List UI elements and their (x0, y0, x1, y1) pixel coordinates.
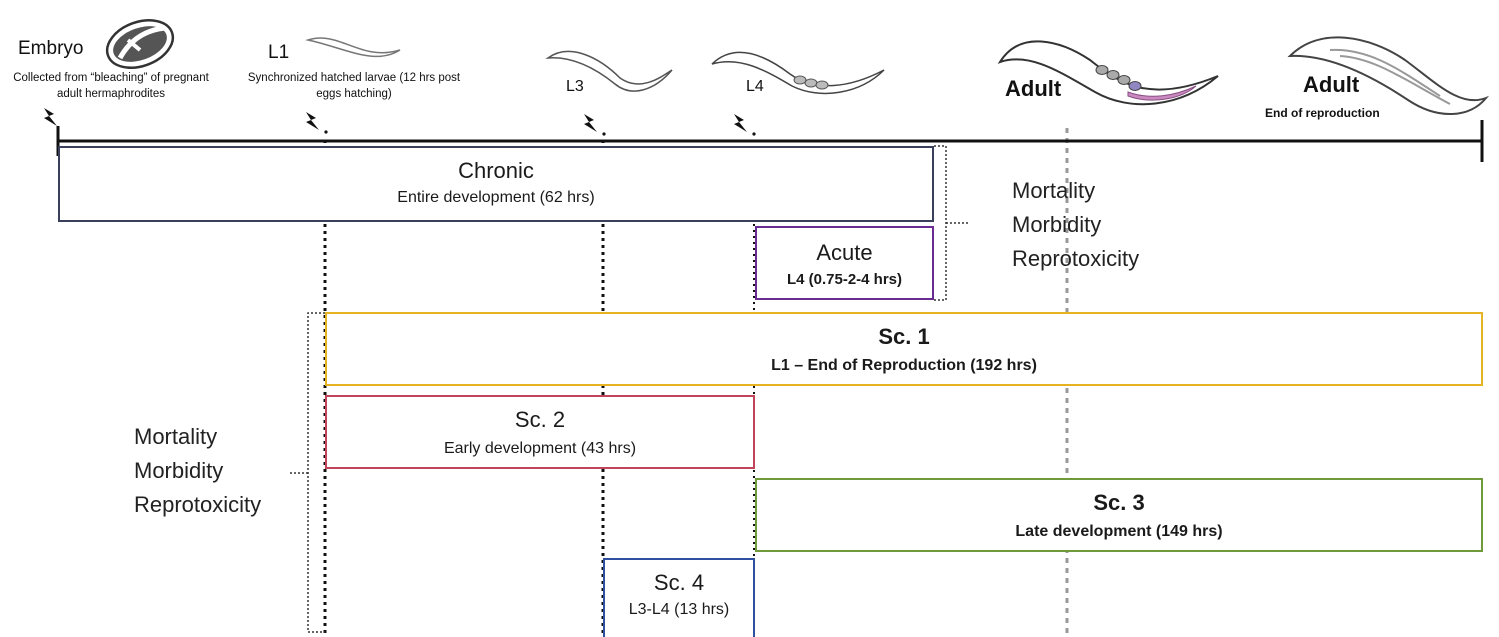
stage-label-adult: Adult (1005, 76, 1062, 101)
chronic-title: Chronic (458, 158, 534, 183)
worm-l1-icon (305, 37, 401, 58)
sc4-subtitle: L3-L4 (13 hrs) (628, 601, 730, 618)
bracket-right (934, 145, 968, 301)
chronic-subtitle: Entire development (62 hrs) (397, 189, 595, 206)
stage-note-embryo: Collected from “bleaching” of pregnant a… (13, 72, 209, 100)
sc1-title: Sc. 1 (878, 324, 930, 349)
sc2-subtitle: Early development (43 hrs) (443, 440, 637, 457)
stage-label-l1: L1 (268, 42, 290, 63)
endpoint-mortality: Mortality (134, 424, 218, 449)
endpoint-morbidity: Morbidity (1012, 212, 1102, 237)
stage-label-l4: L4 (746, 78, 764, 95)
sc4-title: Sc. 4 (653, 570, 705, 595)
worm-adult-icon (997, 40, 1219, 106)
sc3-box: Sc. 3 Late development (149 hrs) (755, 478, 1483, 552)
worm-adult-end-icon (1287, 36, 1490, 115)
worm-l4-icon (711, 51, 885, 95)
endpoint-mortality: Mortality (1012, 178, 1096, 203)
stage-note-adult-end: End of reproduction (1265, 106, 1380, 120)
sc4-box: Sc. 4 L3-L4 (13 hrs) (603, 558, 755, 637)
embryo-icon (105, 19, 175, 69)
endpoint-reprotoxicity: Reprotoxicity (1012, 246, 1140, 271)
endpoints-left: Mortality Morbidity Reprotoxicity (134, 420, 261, 522)
sc2-box: Sc. 2 Early development (43 hrs) (325, 395, 755, 469)
stage-note-l1: Synchronized hatched larvae (12 hrs post… (247, 72, 461, 100)
sc1-subtitle: L1 – End of Reproduction (192 hrs) (771, 357, 1037, 374)
acute-title: Acute (816, 240, 873, 265)
stage-label-adult-end: Adult (1303, 72, 1360, 97)
endpoint-morbidity: Morbidity (134, 458, 224, 483)
sc3-subtitle: Late development (149 hrs) (1015, 523, 1223, 540)
sc3-title: Sc. 3 (1093, 490, 1145, 515)
endpoint-reprotoxicity: Reprotoxicity (134, 492, 262, 517)
sc2-title: Sc. 2 (514, 407, 566, 432)
stage-label-l3: L3 (566, 78, 584, 95)
acute-subtitle: L4 (0.75-2-4 hrs) (786, 271, 903, 288)
endpoints-right: Mortality Morbidity Reprotoxicity (1012, 174, 1139, 276)
worm-l3-icon (545, 50, 673, 92)
lightning-marker-icon (44, 108, 756, 136)
bracket-left (288, 312, 325, 633)
chronic-box: Chronic Entire development (62 hrs) (58, 146, 934, 222)
stage-label-embryo: Embryo (18, 38, 84, 59)
sc1-box: Sc. 1 L1 – End of Reproduction (192 hrs) (325, 312, 1483, 386)
acute-box: Acute L4 (0.75-2-4 hrs) (755, 226, 934, 300)
